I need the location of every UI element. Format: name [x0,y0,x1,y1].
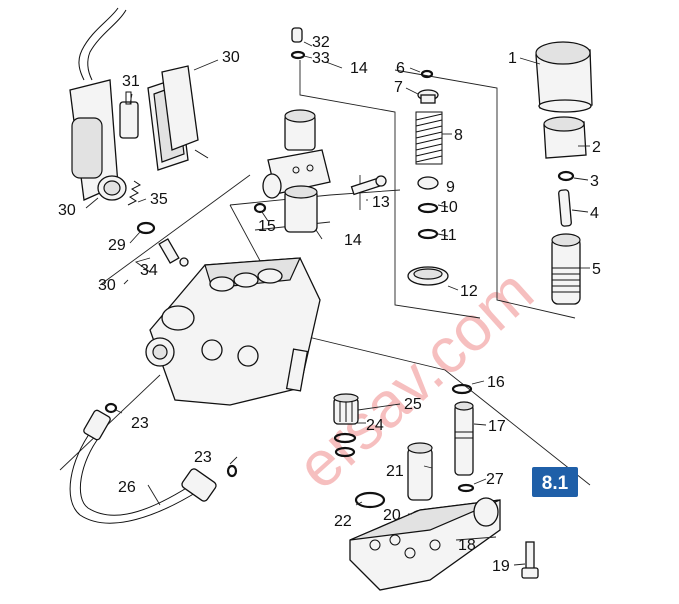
callout-5: 5 [592,261,601,278]
o-ring-6 [420,69,434,79]
callout-25: 25 [404,396,422,413]
callout-34: 34 [140,262,158,279]
o-ring-10 [417,202,439,214]
callout-27: 27 [486,471,504,488]
plunger-pin-part [158,238,189,267]
callout-30a: 30 [222,49,240,66]
callout-17: 17 [488,418,506,435]
callout-3: 3 [590,173,599,190]
callout-labels: 1 2 3 4 5 6 7 8 9 10 11 12 13 14 14 15 1… [58,34,601,575]
o-ring-24 [333,432,357,444]
unloader-valve-part [262,109,331,233]
valve-ring-12 [407,266,449,286]
callout-11: 11 [440,227,457,244]
callout-4: 4 [590,205,599,222]
o-ring-24b [334,446,356,458]
callout-14a: 14 [350,60,368,77]
callout-35: 35 [150,191,168,208]
nut-part [543,116,587,159]
switch-cover-part [119,65,209,171]
o-ring-16 [451,383,473,395]
callout-31: 31 [122,73,140,90]
hose-part [69,409,217,524]
o-ring-22 [354,491,386,509]
callout-6: 6 [396,60,405,77]
callout-22: 22 [334,513,352,530]
callout-8: 8 [454,127,463,144]
pressure-switch-part [69,7,127,201]
callout-29: 29 [108,237,126,254]
callout-14b: 14 [344,232,362,249]
callout-33: 33 [312,50,330,67]
piston-17-part [454,401,474,476]
callout-26: 26 [118,479,136,496]
knob-cap-part [535,41,593,113]
o-ring-3 [557,170,575,182]
small-spring-part [127,180,141,206]
callout-30b: 30 [58,202,76,219]
callout-20: 20 [383,507,401,524]
callout-7: 7 [394,79,403,96]
callout-10: 10 [440,199,458,216]
valve-cap-7 [417,89,439,104]
callout-19: 19 [492,558,510,575]
callout-32: 32 [312,34,330,51]
section-badge-text: 8.1 [542,473,569,494]
o-ring-23b [226,464,238,478]
callout-18: 18 [458,537,476,554]
o-ring-23a [104,402,118,414]
callout-9: 9 [446,179,455,196]
callout-1: 1 [508,50,517,67]
callout-12: 12 [460,283,478,300]
section-badge: 8.1 [532,467,578,497]
cylinder-21-part [407,442,433,501]
small-plug-part [290,27,306,60]
o-ring-11 [417,228,439,240]
valve-seat-9 [417,176,439,190]
filter-part [333,393,359,425]
callout-2: 2 [592,139,601,156]
o-ring-27 [457,483,475,493]
bolt-13-part [350,175,387,196]
callout-30c: 30 [98,277,116,294]
base-block-18-part [349,497,501,591]
callout-15: 15 [258,218,276,235]
callout-23a: 23 [131,415,149,432]
callout-13: 13 [372,194,390,211]
callout-23b: 23 [194,449,212,466]
connector-part [551,233,581,305]
callout-24: 24 [366,417,384,434]
o-ring-15 [253,202,267,214]
callout-21: 21 [386,463,404,480]
bolt-19-part [521,541,539,579]
pin-part [558,189,572,227]
leader-lines [85,41,590,566]
pump-head-part [145,257,321,406]
callout-16: 16 [487,374,505,391]
valve-spring-8 [415,111,443,165]
o-ring-29 [136,221,156,235]
